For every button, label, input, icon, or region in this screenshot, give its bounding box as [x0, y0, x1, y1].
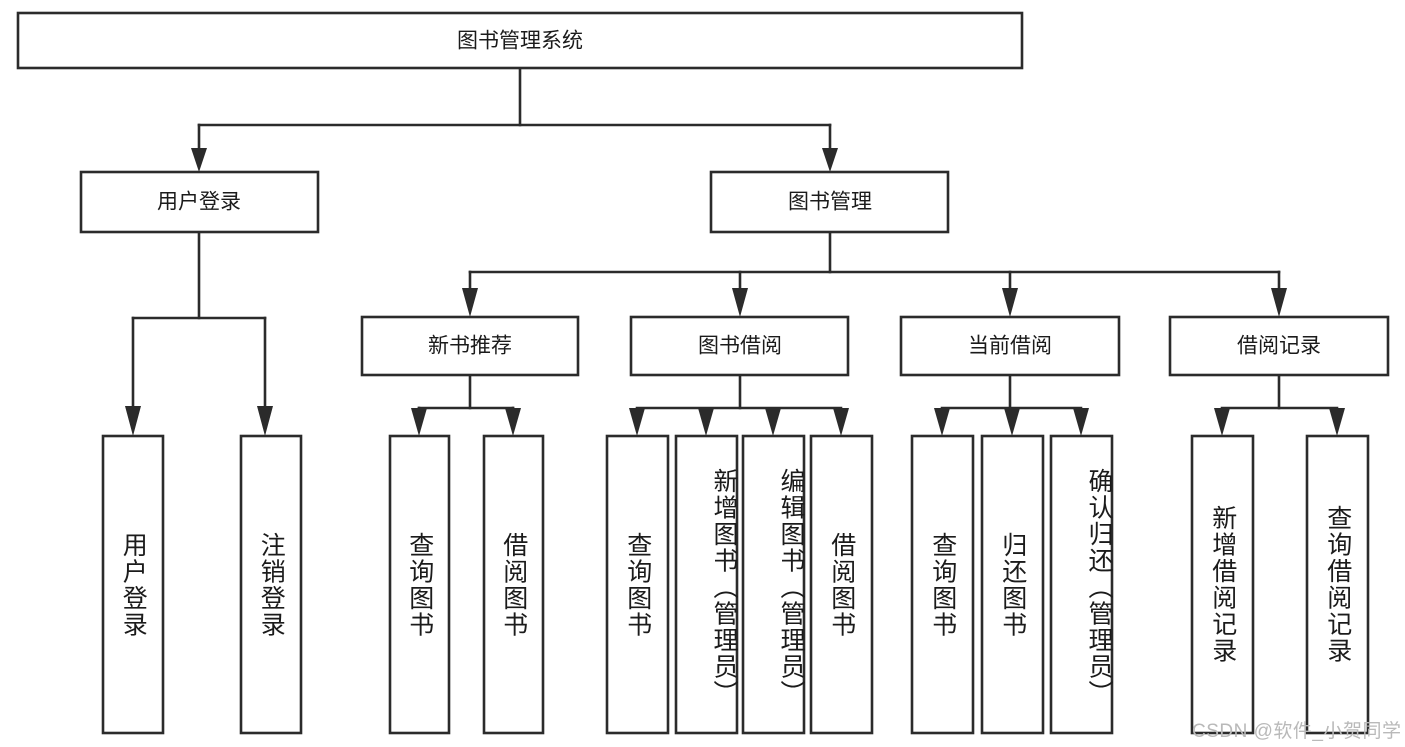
node-user-login-label: 用户登录 — [157, 191, 241, 214]
node-current-borrow-box[interactable] — [899, 315, 1121, 377]
arrow-head-new-book-recommend — [462, 288, 478, 317]
connector-group-book-borrow — [629, 373, 849, 436]
node-current-borrow[interactable]: 当前借阅 — [899, 315, 1121, 377]
arrow-head-leaf-add-borrow-record — [1214, 408, 1230, 436]
connector-group-user-login — [125, 230, 273, 436]
node-book-manage-label: 图书管理 — [788, 191, 872, 214]
node-new-book-recommend-label: 新书推荐 — [428, 335, 512, 358]
node-leaf-confirm-return-box[interactable] — [1049, 434, 1114, 735]
connector-group-borrow-record — [1214, 373, 1345, 436]
node-book-borrow-label: 图书借阅 — [698, 335, 782, 358]
arrow-head-leaf-confirm-return — [1073, 408, 1089, 436]
arrow-head-leaf-add-book — [698, 408, 714, 436]
node-leaf-edit-book-box[interactable] — [741, 434, 806, 735]
node-user-login[interactable]: 用户登录 — [79, 170, 320, 234]
node-borrow-record-box[interactable] — [1168, 315, 1390, 377]
arrow-head-leaf-return-book — [1004, 408, 1020, 436]
node-new-book-recommend[interactable]: 新书推荐 — [360, 315, 580, 377]
node-leaf-return-book-box[interactable] — [980, 434, 1045, 735]
node-book-borrow-box[interactable] — [629, 315, 850, 377]
arrow-head-book-borrow — [732, 288, 748, 317]
arrow-head-leaf-query-book-2 — [629, 408, 645, 436]
node-leaf-query-book-2-box[interactable] — [605, 434, 670, 735]
arrow-head-leaf-query-borrow-record — [1329, 408, 1345, 436]
arrow-head-leaf-borrow-book-1 — [505, 408, 521, 436]
node-current-borrow-label: 当前借阅 — [968, 335, 1052, 358]
node-leaf-query-book-3-box[interactable] — [910, 434, 975, 735]
connector-group-root — [191, 66, 838, 172]
node-root-box[interactable] — [16, 11, 1024, 70]
node-borrow-record-label: 借阅记录 — [1237, 335, 1321, 358]
csdn-watermark: CSDN @软件_小贺同学 — [1192, 721, 1402, 742]
arrow-head-leaf-logout-login — [257, 406, 273, 436]
arrow-head-current-borrow — [1002, 288, 1018, 317]
arrow-head-borrow-record — [1271, 288, 1287, 317]
node-leaf-user-login-box[interactable] — [101, 434, 165, 735]
connector-group-current-borrow — [934, 373, 1089, 436]
node-book-manage[interactable]: 图书管理 — [709, 170, 950, 234]
node-leaf-add-borrow-record-box[interactable] — [1190, 434, 1255, 735]
arrow-head-leaf-query-book-1 — [411, 408, 427, 436]
node-root[interactable]: 图书管理系统 — [16, 11, 1024, 70]
arrow-head-leaf-borrow-book-2 — [833, 408, 849, 436]
node-book-manage-box[interactable] — [709, 170, 950, 234]
node-leaf-borrow-book-2-box[interactable] — [809, 434, 874, 735]
node-leaf-query-borrow-record-box[interactable] — [1305, 434, 1370, 735]
node-leaf-borrow-book-1-box[interactable] — [482, 434, 545, 735]
node-leaf-add-book-box[interactable] — [674, 434, 739, 735]
node-root-label: 图书管理系统 — [457, 30, 583, 53]
node-leaf-logout-login-box[interactable] — [239, 434, 303, 735]
connector-group-new-book-recommend — [411, 373, 521, 436]
arrow-head-leaf-user-login — [125, 406, 141, 436]
arrow-head-leaf-edit-book — [765, 408, 781, 436]
node-user-login-box[interactable] — [79, 170, 320, 234]
arrow-head-user-login — [191, 148, 207, 172]
arrow-head-book-manage — [822, 148, 838, 172]
arrow-head-leaf-query-book-3 — [934, 408, 950, 436]
connector-group-book-manage — [462, 230, 1287, 317]
leaf-boxes — [101, 434, 1370, 735]
node-new-book-recommend-box[interactable] — [360, 315, 580, 377]
node-leaf-query-book-1-box[interactable] — [388, 434, 451, 735]
node-borrow-record[interactable]: 借阅记录 — [1168, 315, 1390, 377]
node-book-borrow[interactable]: 图书借阅 — [629, 315, 850, 377]
